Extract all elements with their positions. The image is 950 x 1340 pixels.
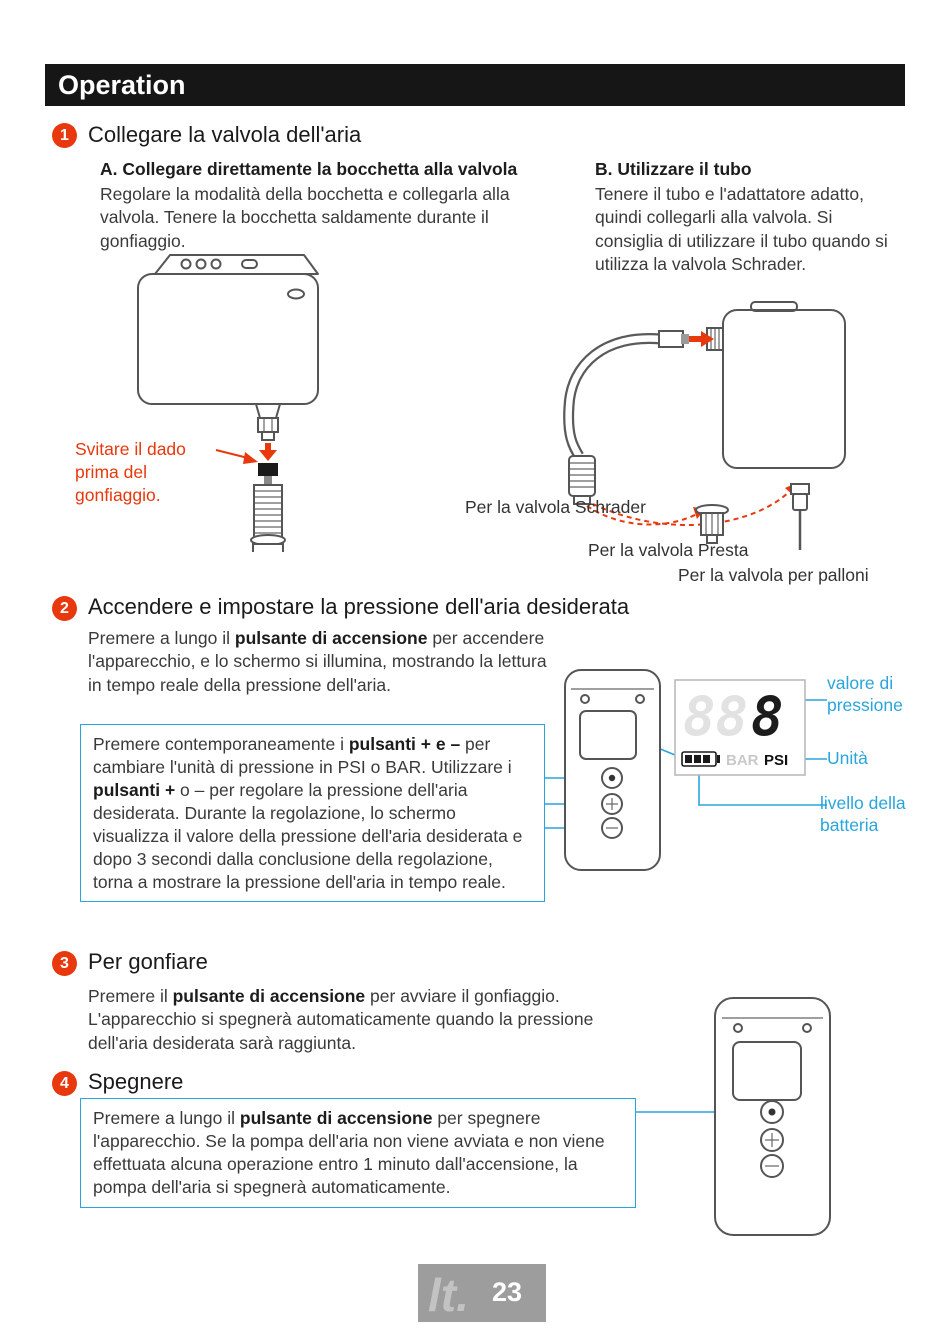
power-button [601, 767, 623, 789]
power-button-term: pulsante di accensione [172, 986, 366, 1006]
pump-front-drawing [714, 997, 831, 1236]
plus-minus-buttons-term: pulsanti + e – [348, 734, 461, 754]
para-text: Premere a lungo il [88, 628, 235, 648]
step-3-title: Per gonfiare [88, 949, 208, 974]
psi-unit-label: PSI [764, 752, 788, 769]
power-button [760, 1100, 784, 1124]
bar-unit-label: BAR [726, 752, 759, 769]
step-2-badge: 2 [52, 596, 77, 621]
header-title: Operation [58, 70, 186, 100]
display-ghost-digits: 88 [683, 685, 748, 748]
pressure-value-callout: valore di pressione [827, 673, 903, 715]
lcd-display-zoom: 88 8 BAR PSI [674, 679, 806, 776]
battery-icon [681, 751, 720, 767]
step-3-badge: 3 [52, 951, 77, 976]
power-on-paragraph: Premere a lungo il pulsante di accension… [88, 627, 553, 697]
display-illustration: 88 8 BAR PSI [545, 669, 827, 871]
inflate-paragraph: Premere il pulsante di accensione per av… [88, 985, 653, 1055]
step-4-title: Spegnere [88, 1069, 184, 1094]
box-text: Premere a lungo il [93, 1108, 240, 1128]
power-off-box: Premere a lungo il pulsante di accension… [80, 1098, 636, 1208]
para-text: Premere il [88, 986, 173, 1006]
plus-button [601, 793, 623, 815]
hose-drawing [563, 330, 689, 505]
step-1-badge: 1 [52, 123, 77, 148]
pump-body-drawing [137, 254, 319, 405]
minus-button [760, 1154, 784, 1178]
brand-watermark: lt. [428, 1269, 469, 1321]
option-a-body: Regolare la modalità della bocchetta e c… [100, 184, 510, 251]
step-4-number: 4 [60, 1075, 69, 1092]
plus-button-term: pulsanti + [93, 779, 176, 800]
page-footer: lt. 23 [418, 1264, 546, 1322]
section-header-operation: Operation [45, 64, 905, 106]
plus-button [760, 1128, 784, 1152]
step-4-badge: 4 [52, 1071, 77, 1096]
box-text: o – per regolare la pressione dell'aria … [93, 779, 523, 892]
option-a-heading: A. Collegare direttamente la bocchetta a… [100, 159, 518, 179]
pump-front-drawing [564, 669, 661, 871]
unscrew-nut-note: Svitare il dado prima del gonfiaggio. [75, 439, 186, 505]
label-schrader-valve: Per la valvola Schrader [465, 497, 646, 517]
step-3-number: 3 [60, 955, 69, 972]
label-presta-valve: Per la valvola Presta [588, 540, 749, 560]
box-text: per spegnere l'apparecchio. Se la pompa … [93, 1108, 605, 1197]
unit-adjustment-box: Premere contemporaneamente i pulsanti + … [80, 724, 545, 903]
ball-needle-drawing [790, 483, 810, 550]
step-2-title: Accendere e impostare la pressione dell'… [88, 594, 630, 619]
presta-adapter-drawing [695, 504, 729, 544]
pump-front-illustration [635, 997, 831, 1236]
minus-button [601, 817, 623, 839]
para-text: per avviare il gonfiaggio. L'apparecchio… [88, 986, 594, 1053]
power-button-term: pulsante di accensione [234, 628, 428, 648]
box-text: per cambiare l'unità di pressione in PSI… [93, 734, 512, 777]
power-button-term: pulsante di accensione [239, 1108, 433, 1128]
battery-level-callout: livello della batteria [820, 793, 906, 835]
presta-valve-drawing [250, 463, 286, 552]
red-leader-arrow-icon [215, 449, 258, 464]
red-right-arrow-icon [689, 331, 714, 347]
para-text: per accendere l'apparecchio, e lo scherm… [88, 628, 547, 695]
label-balloon-valve: Per la valvola per palloni [678, 565, 869, 585]
page-number: 23 [491, 1277, 522, 1307]
unit-callout: Unità [827, 748, 868, 768]
step-2-number: 2 [60, 600, 69, 617]
pump-nozzle-drawing [254, 403, 282, 441]
step-1-number: 1 [60, 127, 69, 144]
hose-illustration [563, 301, 846, 550]
red-down-arrow-icon [259, 443, 277, 461]
display-active-digit: 8 [751, 685, 784, 748]
box-text: Premere contemporaneamente i [93, 734, 349, 754]
pump-side-drawing [706, 301, 846, 469]
option-b-heading: B. Utilizzare il tubo [595, 159, 752, 179]
pump-nozzle-illustration [137, 254, 319, 552]
step-1-title: Collegare la valvola dell'aria [88, 122, 362, 147]
option-b-body: Tenere il tubo e l'adattatore adatto, qu… [595, 184, 888, 274]
